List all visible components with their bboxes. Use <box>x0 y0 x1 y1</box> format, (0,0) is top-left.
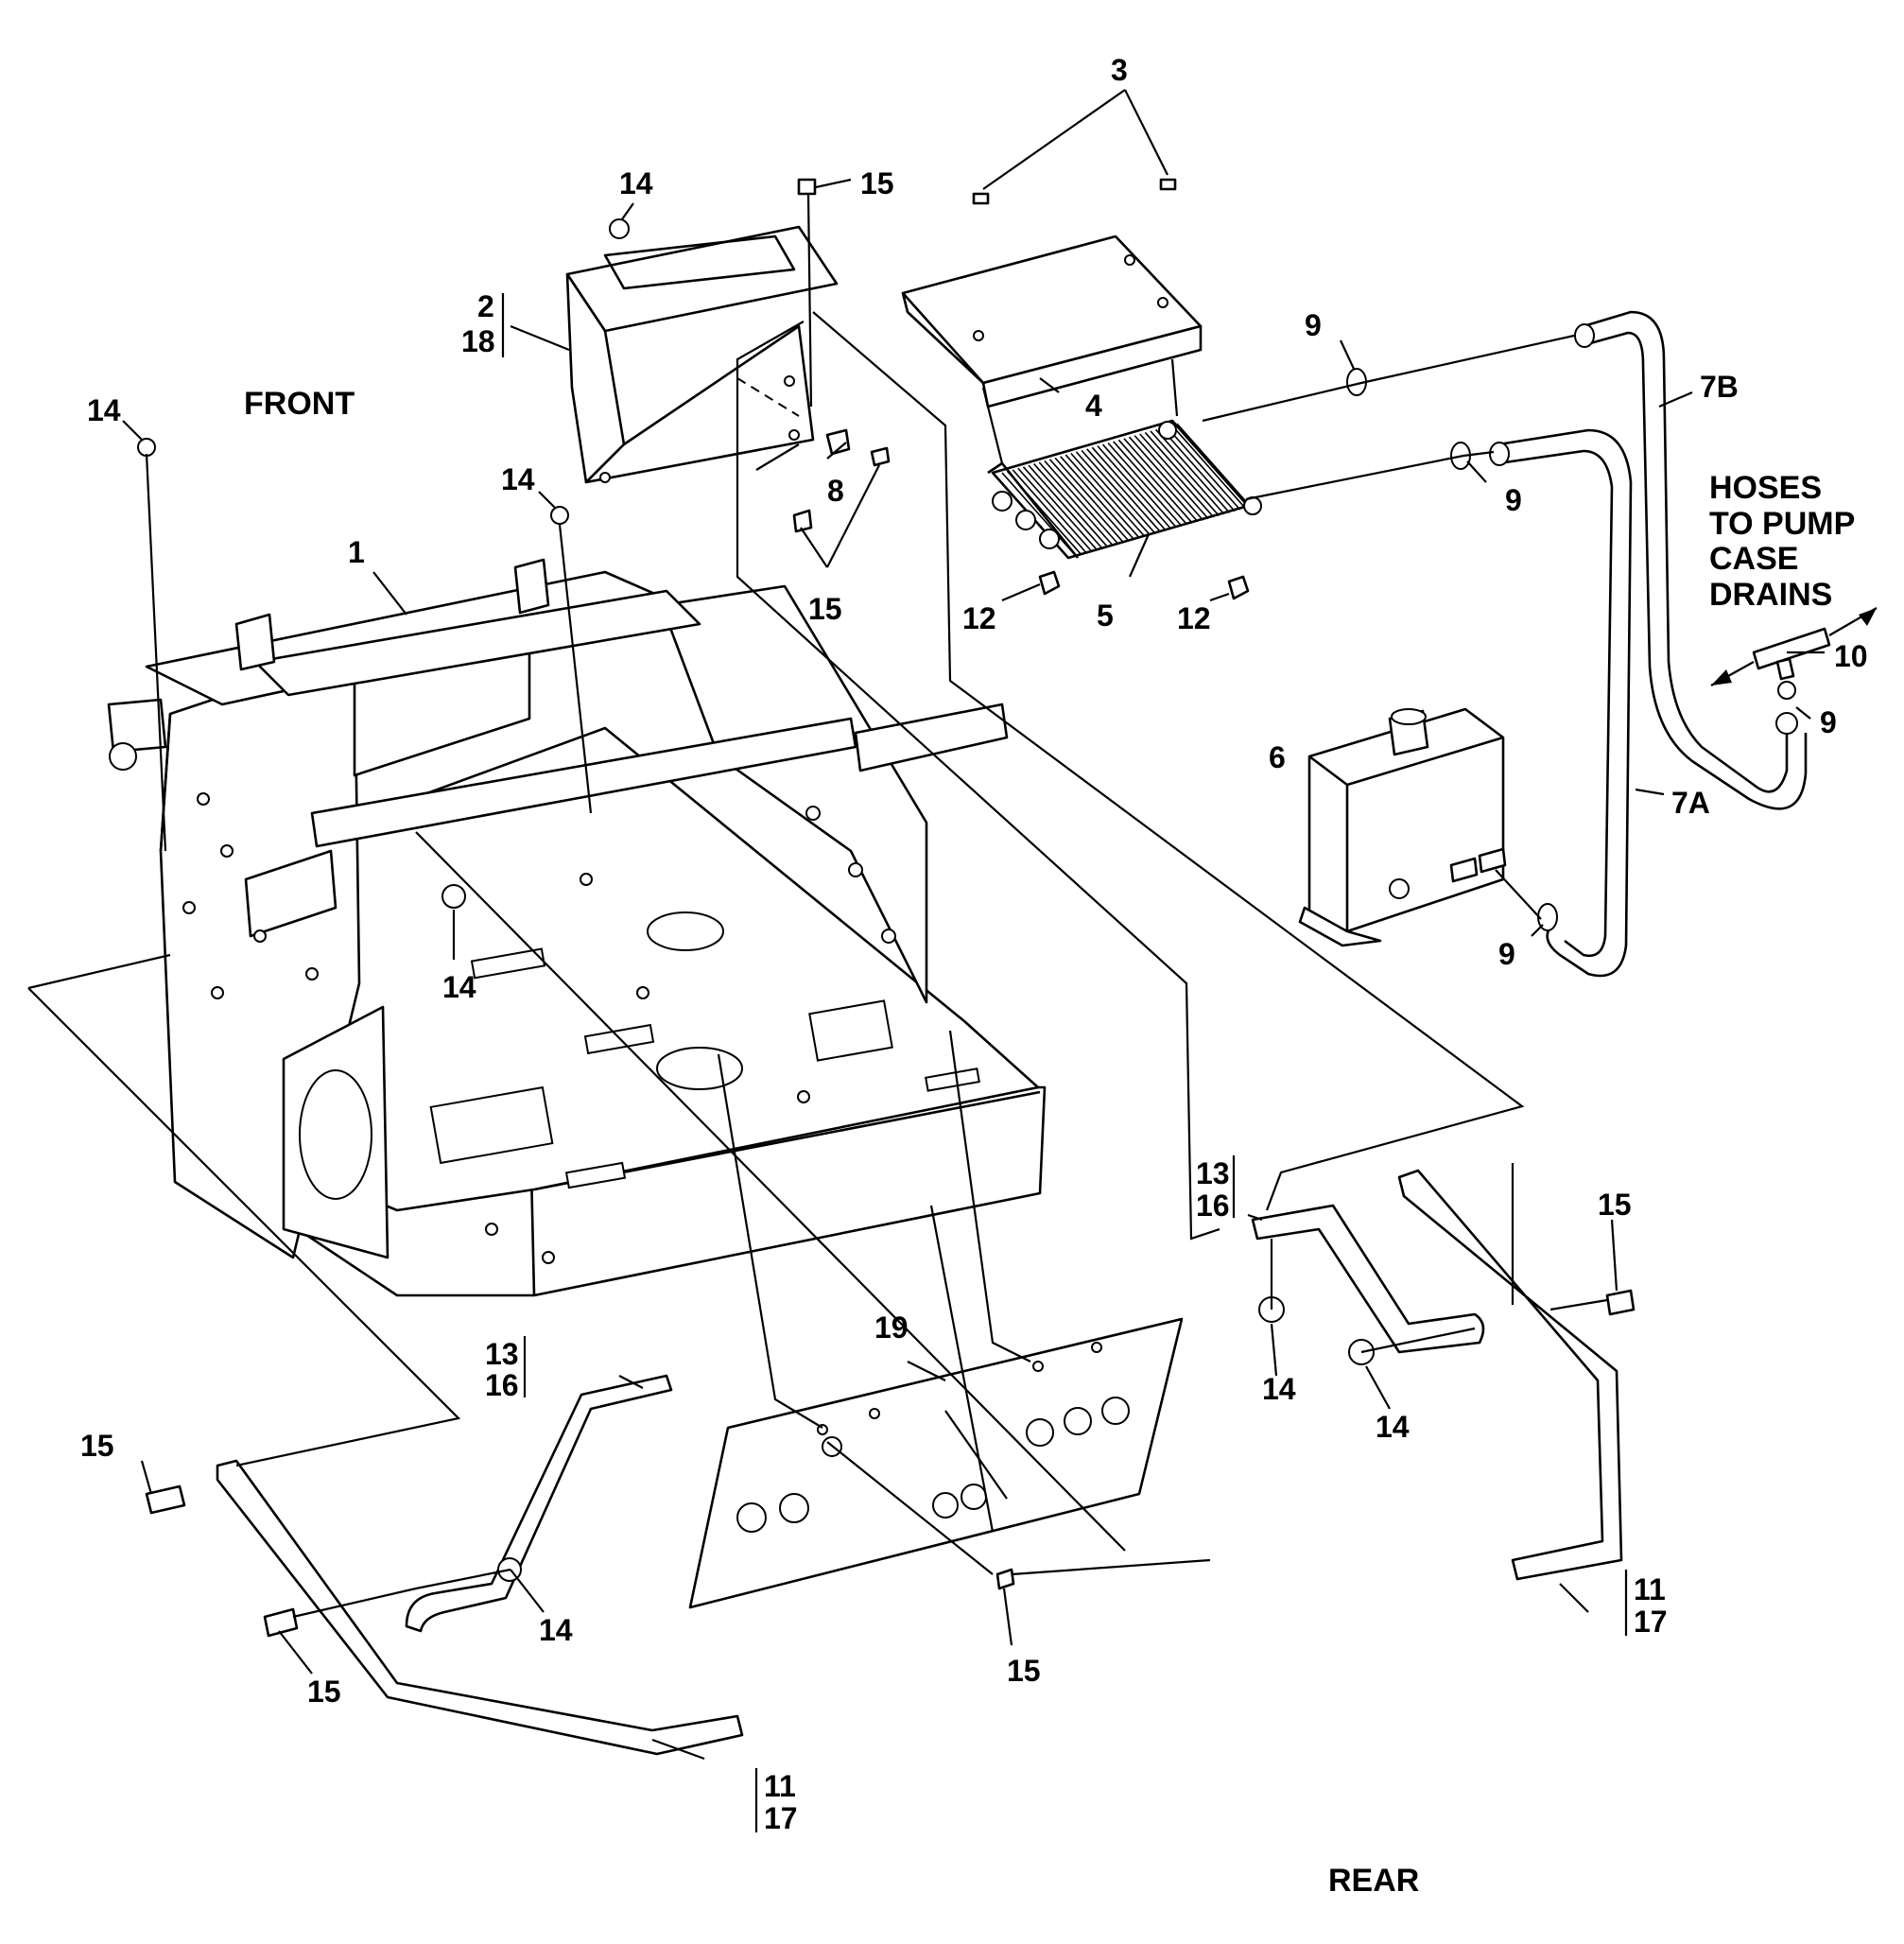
callout-11-left: 11 <box>764 1769 796 1803</box>
bracket-13-16-left <box>405 1374 673 1633</box>
callout-13-right: 13 <box>1196 1156 1230 1190</box>
cooler-fin <box>1017 467 1093 552</box>
cooler-fin <box>1022 466 1099 551</box>
cooler-fin <box>1070 452 1146 538</box>
cooler-fin <box>1166 425 1241 511</box>
note-line-2: TO PUMP <box>1709 506 1855 542</box>
cooler-fin <box>1101 443 1178 529</box>
note-line-3: CASE <box>1709 541 1798 577</box>
arm-11-17-right <box>1397 1169 1623 1581</box>
hose-clamps <box>1346 368 1558 931</box>
callout-10: 10 <box>1834 639 1868 673</box>
cooler-fin <box>1117 439 1193 524</box>
cooler-fin <box>1150 430 1225 515</box>
callout-14-g: 14 <box>1376 1410 1410 1444</box>
cooler-fin <box>1044 460 1119 545</box>
hose-7a <box>1489 428 1633 978</box>
callout-15-c: 15 <box>80 1429 114 1463</box>
cooler-fin <box>1012 469 1087 554</box>
cooler-fin <box>1128 436 1204 521</box>
cooler-fin <box>1123 438 1199 523</box>
callout-11-right: 11 <box>1634 1572 1666 1606</box>
callout-15-a: 15 <box>860 166 894 200</box>
callout-17-left: 17 <box>764 1801 798 1835</box>
callout-2: 2 <box>477 289 494 323</box>
callout-12-b: 12 <box>1177 601 1211 635</box>
tee-fitting <box>1710 607 1878 735</box>
cooler-fin <box>1134 435 1209 520</box>
note-line-4: DRAINS <box>1709 577 1832 613</box>
callout-18: 18 <box>461 324 495 358</box>
cooler-fin <box>1113 441 1188 526</box>
callout-16-left: 16 <box>485 1368 519 1402</box>
cooler-fin <box>1048 459 1125 544</box>
cooler-fin <box>1060 456 1135 541</box>
callout-7a: 7A <box>1671 786 1710 820</box>
cooler-fin <box>1170 425 1246 510</box>
callout-1: 1 <box>348 535 365 569</box>
callout-13-left: 13 <box>485 1337 519 1371</box>
callout-12-a: 12 <box>962 601 996 635</box>
callout-8: 8 <box>827 474 844 508</box>
callout-16-right: 16 <box>1196 1189 1230 1223</box>
callout-14-d: 14 <box>442 970 476 1004</box>
cooler-fin <box>1065 454 1140 539</box>
front-label: FRONT <box>244 386 355 422</box>
leader-lines <box>27 89 1825 1832</box>
cooler-fin <box>1054 457 1130 542</box>
cooler-fin <box>1107 442 1183 528</box>
cooler-fin <box>1176 423 1252 508</box>
rear-label: REAR <box>1328 1863 1419 1899</box>
callout-15-f: 15 <box>1598 1188 1632 1222</box>
cooler-fin <box>1144 431 1220 516</box>
cooler-fin <box>1154 428 1231 513</box>
callout-14-b: 14 <box>87 393 121 427</box>
callout-15-e: 15 <box>1007 1654 1041 1688</box>
callout-3: 3 <box>1111 53 1128 87</box>
hose-7b <box>1574 310 1808 810</box>
chassis-frame <box>107 558 1047 1297</box>
fasteners <box>137 178 1636 1638</box>
callout-9-d: 9 <box>1498 937 1515 971</box>
reservoir-tank <box>1298 707 1507 947</box>
cooler-plate <box>901 234 1203 408</box>
callout-19: 19 <box>874 1310 909 1345</box>
callout-15-d: 15 <box>307 1675 341 1709</box>
arm-11-17-left <box>216 1459 744 1756</box>
callout-17-right: 17 <box>1634 1605 1668 1639</box>
callout-4: 4 <box>1085 389 1102 423</box>
callout-6: 6 <box>1269 740 1286 774</box>
labels: FRONT REAR HOSES TO PUMP CASE DRAINS 1 2… <box>80 53 1868 1899</box>
cooler-fin <box>1001 472 1077 557</box>
cooler-fin <box>1033 463 1109 548</box>
cooler-fin <box>1028 464 1103 549</box>
bracket-13-16-right <box>1251 1204 1485 1354</box>
callout-5: 5 <box>1097 599 1114 633</box>
cooler-fin <box>1038 461 1114 547</box>
cooler-fin <box>1075 451 1151 536</box>
callout-7b: 7B <box>1700 370 1739 404</box>
callout-14-e: 14 <box>539 1613 573 1647</box>
cooler-fin <box>1097 445 1172 530</box>
callout-9-a: 9 <box>1305 308 1322 342</box>
callout-14-a: 14 <box>619 166 653 200</box>
note-line-1: HOSES <box>1709 470 1822 506</box>
bottom-panel <box>688 1317 1184 1609</box>
upper-bracket <box>565 225 839 484</box>
cooler-fin <box>1160 427 1236 512</box>
callout-14-c: 14 <box>501 462 535 496</box>
oil-cooler <box>987 419 1262 600</box>
callout-9-c: 9 <box>1820 705 1837 739</box>
cooler-fin <box>1081 449 1156 534</box>
cooler-fin <box>1091 446 1167 531</box>
callout-14-f: 14 <box>1262 1372 1296 1406</box>
callout-9-b: 9 <box>1505 483 1522 517</box>
cooler-fin <box>1139 433 1215 518</box>
cooler-fin <box>1086 448 1162 533</box>
callout-15-b: 15 <box>808 592 842 626</box>
